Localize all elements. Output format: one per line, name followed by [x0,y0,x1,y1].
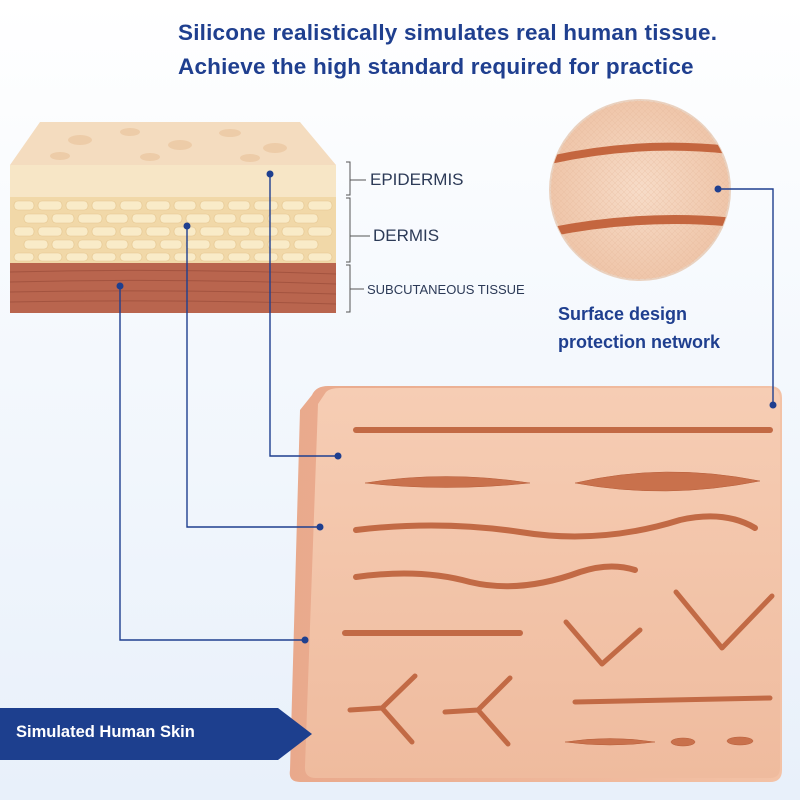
surface-label-line-2: protection network [558,332,721,352]
banner-label: Simulated Human Skin [16,723,195,741]
callout-dots [116,170,777,644]
surface-design-label: Surface design protection network [558,300,720,356]
callout-lines [119,174,774,641]
headline-line-2: Achieve the high standard required for p… [178,54,694,79]
skin-layer-diagram [9,122,370,313]
silicone-pad [289,386,782,782]
headline: Silicone realistically simulates real hu… [178,16,788,84]
banner-arrow [0,708,312,760]
epidermis-label: EPIDERMIS [370,170,464,189]
surface-label-line-1: Surface design [558,304,688,324]
dermis-label: DERMIS [373,226,440,245]
surface-magnifier [549,99,731,281]
subcutaneous-label: SUBCUTANEOUS TISSUE [367,282,525,297]
headline-line-1: Silicone realistically simulates real hu… [178,20,718,45]
